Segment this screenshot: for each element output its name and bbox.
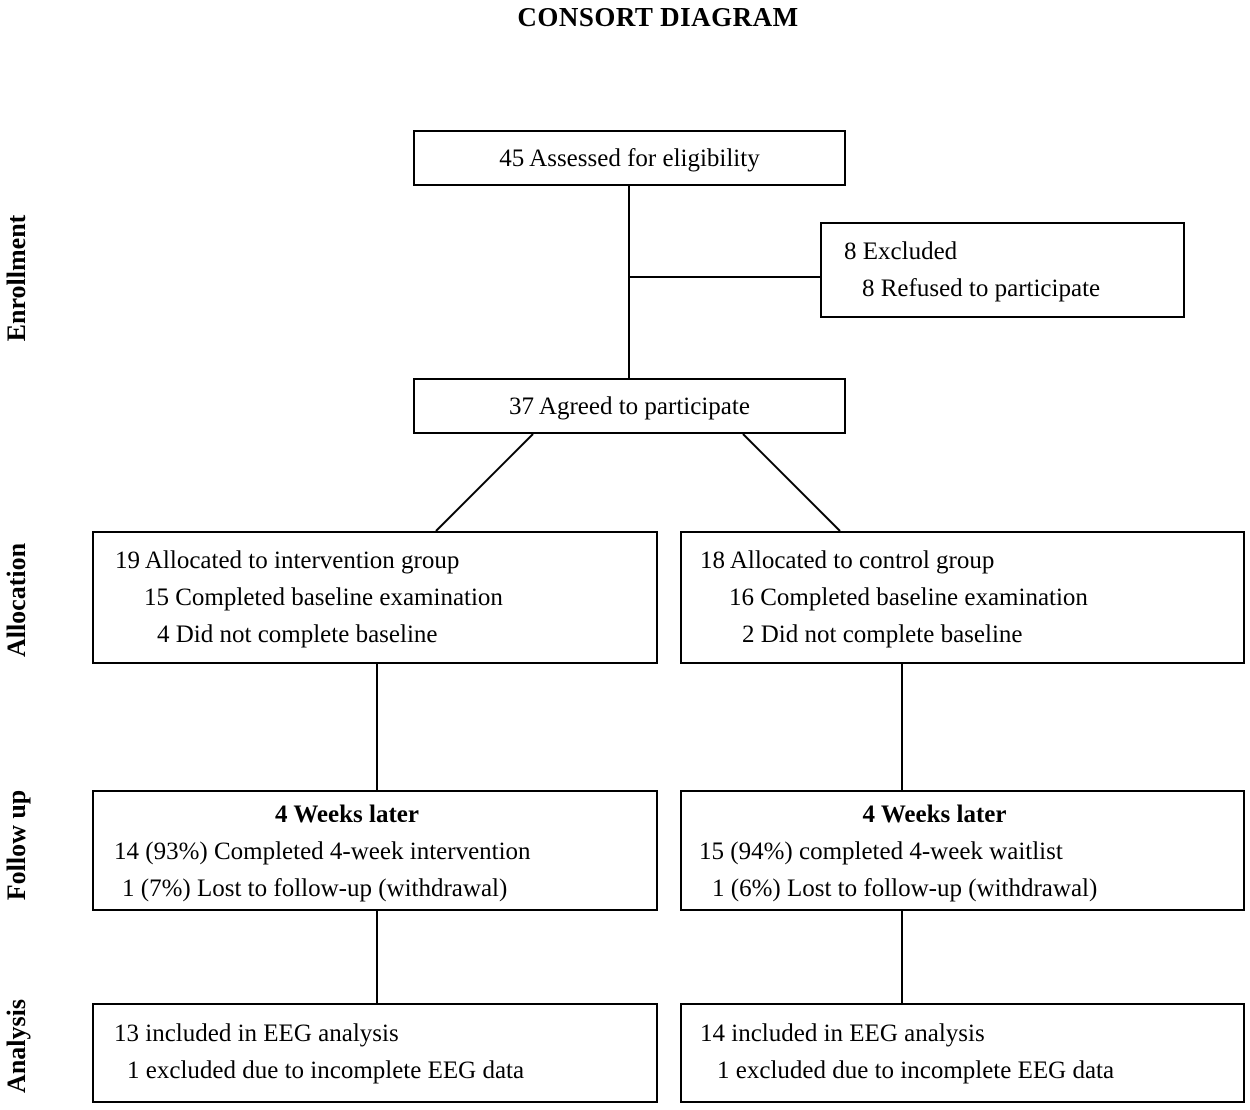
intervention-completed-baseline-text: 15 Completed baseline examination [144, 584, 503, 611]
control-completed-4week-text: 15 (94%) completed 4-week waitlist [699, 838, 1063, 865]
box-followup-control: 4 Weeks later 15 (94%) completed 4-week … [680, 790, 1245, 911]
control-completed-baseline-text: 16 Completed baseline examination [729, 584, 1088, 611]
intervention-lost-followup-text: 1 (7%) Lost to follow-up (withdrawal) [122, 875, 508, 902]
intervention-allocated-text: 19 Allocated to intervention group [115, 547, 460, 574]
stage-label-allocation: Allocation [2, 542, 31, 658]
box-allocated-control: 18 Allocated to control group 16 Complet… [680, 531, 1245, 664]
followup-intervention-heading: 4 Weeks later [275, 801, 419, 828]
connector-agreed-to-control [742, 433, 841, 532]
excluded-reason-text: 8 Refused to participate [862, 275, 1101, 302]
control-included-analysis-text: 14 included in EEG analysis [700, 1020, 985, 1047]
box-analysis-control: 14 included in EEG analysis 1 excluded d… [680, 1003, 1245, 1103]
followup-control-heading: 4 Weeks later [862, 801, 1007, 828]
control-allocated-text: 18 Allocated to control group [700, 547, 995, 574]
intervention-not-complete-baseline-text: 4 Did not complete baseline [157, 621, 438, 648]
stage-label-follow-up: Follow up [2, 789, 31, 901]
agreed-count-text: 37 Agreed to participate [509, 392, 750, 420]
box-excluded: 8 Excluded 8 Refused to participate [820, 222, 1185, 318]
excluded-count-text: 8 Excluded [844, 238, 958, 265]
assessed-count-text: 45 Assessed for eligibility [499, 144, 760, 172]
stage-label-analysis: Analysis [2, 999, 31, 1093]
box-followup-intervention: 4 Weeks later 14 (93%) Completed 4-week … [92, 790, 658, 911]
box-allocated-intervention: 19 Allocated to intervention group 15 Co… [92, 531, 658, 664]
page-title: CONSORT DIAGRAM [517, 2, 799, 32]
control-lost-followup-text: 1 (6%) Lost to follow-up (withdrawal) [712, 875, 1098, 902]
intervention-excluded-analysis-text: 1 excluded due to incomplete EEG data [127, 1057, 525, 1084]
box-analysis-intervention: 13 included in EEG analysis 1 excluded d… [92, 1003, 658, 1103]
intervention-included-analysis-text: 13 included in EEG analysis [114, 1020, 399, 1047]
control-not-complete-baseline-text: 2 Did not complete baseline [742, 621, 1023, 648]
control-excluded-analysis-text: 1 excluded due to incomplete EEG data [717, 1057, 1115, 1084]
connector-agreed-to-intervention [435, 433, 534, 532]
intervention-completed-4week-text: 14 (93%) Completed 4-week intervention [114, 838, 531, 865]
box-agreed-to-participate: 37 Agreed to participate [413, 378, 846, 434]
box-assessed-for-eligibility: 45 Assessed for eligibility [413, 130, 846, 186]
stage-label-enrollment: Enrollment [2, 214, 31, 342]
